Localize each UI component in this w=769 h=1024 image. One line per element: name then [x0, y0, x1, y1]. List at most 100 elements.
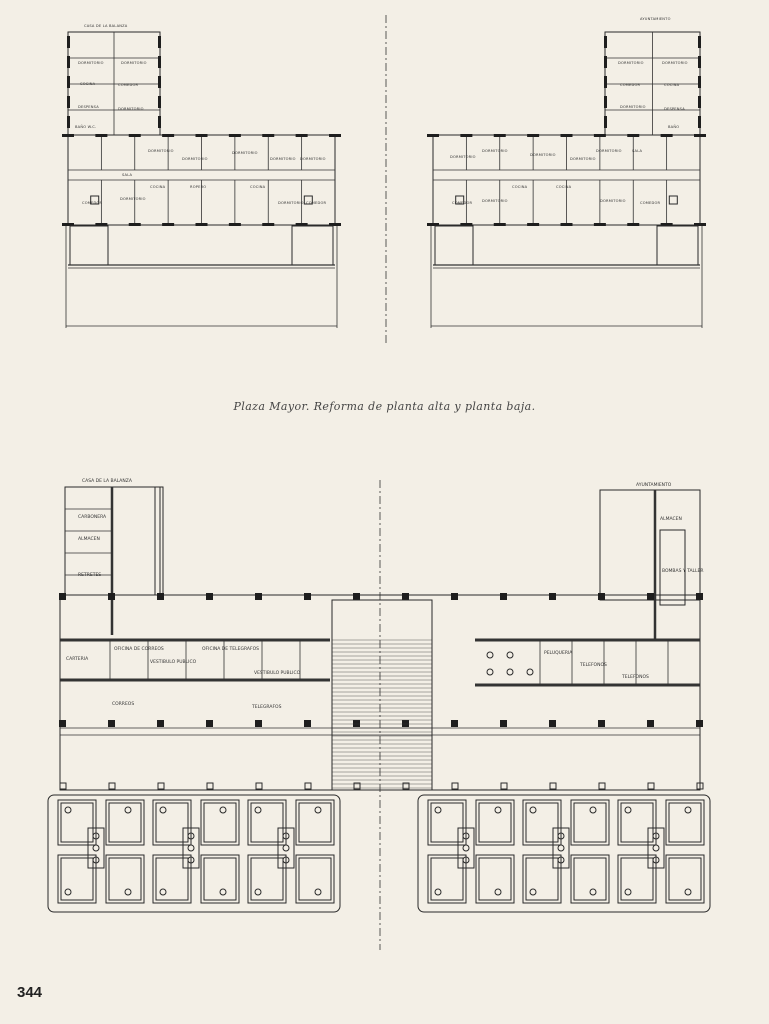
- wall-pier: [604, 56, 607, 68]
- tree-icon: [589, 888, 597, 896]
- tree-icon: [624, 888, 632, 896]
- room-label: BAÑO W.C.: [75, 124, 96, 129]
- garden-bed-inner: [155, 857, 189, 901]
- garden-plaza-outline: [417, 794, 711, 913]
- garden-bed: [57, 799, 97, 846]
- garden-bed-inner: [573, 857, 607, 901]
- room-label: RETRETES: [78, 572, 101, 578]
- column-row: [154, 486, 164, 596]
- wall-pier: [694, 134, 706, 137]
- column: [451, 782, 459, 790]
- garden-bed-inner: [108, 857, 142, 901]
- garden-bed: [247, 854, 287, 904]
- wall-pier: [67, 116, 70, 128]
- column: [647, 593, 654, 600]
- room-label: ALMACEN: [660, 516, 682, 522]
- tree-icon: [652, 832, 660, 840]
- wall-pier: [67, 56, 70, 68]
- room-label: ROPERO: [190, 185, 206, 189]
- garden-bed: [152, 854, 192, 904]
- tree-icon: [219, 806, 227, 814]
- room-label: COCINA: [80, 82, 96, 86]
- column: [598, 782, 606, 790]
- hatched-arcade: [291, 225, 334, 266]
- room-label: DORMITORIO: [300, 157, 326, 161]
- room-label: DORMITORIO: [620, 105, 646, 109]
- tree-icon: [254, 806, 262, 814]
- tree-icon: [282, 844, 290, 852]
- tree-icon: [187, 844, 195, 852]
- garden-bed-inner: [250, 857, 284, 901]
- tree-icon: [64, 806, 72, 814]
- garden-bed-inner: [620, 857, 654, 901]
- room-label: DORMITORIO: [570, 157, 596, 161]
- garden-bed-inner: [430, 857, 464, 901]
- tree-icon: [159, 806, 167, 814]
- lower-right-building-label: AYUNTAMIENTO: [636, 482, 672, 488]
- room-label: COCINA: [556, 185, 572, 189]
- tree-icon: [187, 832, 195, 840]
- wall-pier: [262, 134, 275, 137]
- room-label: CARBONERA: [78, 514, 107, 520]
- room-label: VESTIBULO PUBLICO: [254, 670, 301, 676]
- garden-bed: [617, 799, 657, 846]
- wall-pier: [67, 76, 70, 88]
- garden-bed: [105, 799, 145, 846]
- garden-bed: [522, 799, 562, 846]
- room-label: COCINA: [664, 83, 680, 87]
- wall-pier: [460, 223, 473, 226]
- wall-pier: [427, 223, 439, 226]
- tree-icon: [462, 856, 470, 864]
- hatched-arcade: [656, 225, 699, 266]
- wall-pier: [527, 223, 540, 226]
- central-passage: [331, 599, 433, 791]
- wall-pier: [694, 223, 706, 226]
- room-label: COMEDOR: [452, 201, 473, 205]
- room-label: SALA: [632, 149, 642, 153]
- garden-bed: [665, 799, 705, 846]
- wall-pier: [158, 116, 161, 128]
- column: [206, 593, 213, 600]
- tree-icon: [124, 888, 132, 896]
- room-label: COCINA: [512, 185, 528, 189]
- garden-bed-inner: [155, 802, 189, 843]
- column: [696, 782, 704, 790]
- central-bed: [647, 827, 665, 869]
- column: [353, 782, 361, 790]
- wall-pier: [329, 134, 341, 137]
- garden-bed-inner: [250, 802, 284, 843]
- column: [255, 720, 262, 727]
- central-bed: [87, 827, 105, 869]
- room-label: CARTERIA: [66, 656, 89, 662]
- room-label: DORMITORIO: [120, 197, 146, 201]
- room-label: DORMITORIO: [618, 61, 644, 65]
- tree-icon: [529, 806, 537, 814]
- column: [304, 593, 311, 600]
- central-bed: [552, 827, 570, 869]
- wall-pier: [493, 223, 506, 226]
- wall-pier: [262, 223, 275, 226]
- wall-pier: [162, 134, 175, 137]
- room-label: PELUQUERIA: [544, 650, 573, 656]
- room-label: DORMITORIO: [662, 61, 688, 65]
- column: [157, 593, 164, 600]
- tree-icon: [124, 806, 132, 814]
- room-label: COMEDOR: [82, 201, 103, 205]
- room-label: BOMBAS Y TALLER: [662, 568, 704, 574]
- room-label: TELEGRAFOS: [251, 704, 282, 710]
- table-icon: [506, 668, 514, 676]
- column: [206, 782, 214, 790]
- room-label: COCINA: [150, 185, 166, 189]
- tree-icon: [159, 888, 167, 896]
- room-label: DORMITORIO: [596, 149, 622, 153]
- tree-icon: [494, 888, 502, 896]
- wall-pier: [698, 36, 701, 48]
- garden-bed-inner: [108, 802, 142, 843]
- tree-icon: [219, 888, 227, 896]
- column: [696, 593, 703, 600]
- garden-bed: [427, 854, 467, 904]
- wall-pier: [195, 223, 208, 226]
- column: [647, 782, 655, 790]
- garden-bed: [570, 854, 610, 904]
